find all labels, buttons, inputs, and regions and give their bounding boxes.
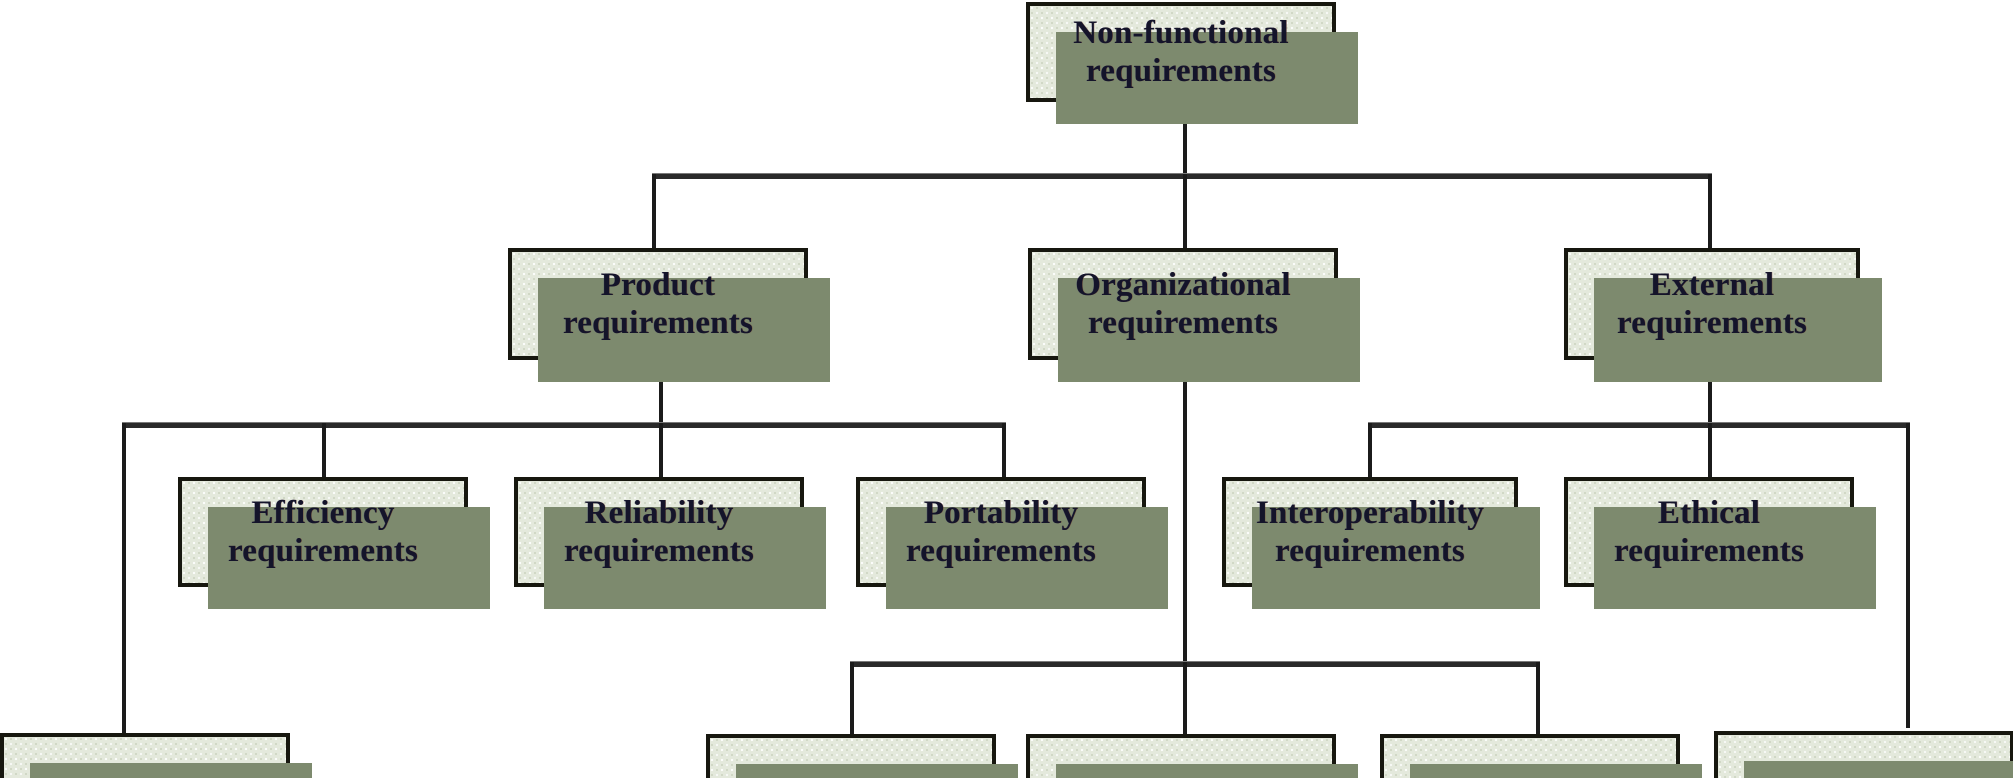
edge-rail-product <box>122 423 1006 428</box>
node-label: Reliability requirements <box>564 494 754 569</box>
node-ethical-requirements[interactable]: Ethical requirements <box>1564 477 1876 609</box>
node-label: Interoperability requirements <box>1255 494 1485 569</box>
node-label: Organizational requirements <box>1075 266 1291 341</box>
edge-drop-reliability <box>659 423 663 477</box>
edge-drop-external <box>1708 174 1712 248</box>
node-interoperability-requirements[interactable]: Interoperability requirements <box>1222 477 1540 609</box>
edge-rail-external <box>1368 423 1910 428</box>
node-label: Portability requirements <box>906 494 1096 569</box>
edge-drop-efficiency <box>322 423 326 477</box>
node-label: Ethical requirements <box>1614 494 1804 569</box>
node-label: Legislative <box>1777 760 1951 778</box>
node-label: Implementation <box>1057 763 1305 778</box>
node-label: Non-functional requirements <box>1073 14 1289 89</box>
node-legislative[interactable]: Legislative <box>1714 731 2013 778</box>
node-reliability-requirements[interactable]: Reliability requirements <box>514 477 826 609</box>
node-label: External requirements <box>1617 266 1807 341</box>
node-label: Delivery <box>781 763 922 778</box>
node-external-requirements[interactable]: External requirements <box>1564 248 1882 382</box>
edge-root-stem <box>1183 102 1187 174</box>
edge-drop-standards <box>1536 662 1540 734</box>
edge-rail-level2 <box>652 174 1712 179</box>
edge-drop-usability <box>122 423 126 733</box>
node-efficiency-requirements[interactable]: Efficiency requirements <box>178 477 490 609</box>
node-implementation[interactable]: Implementation <box>1026 734 1358 778</box>
node-non-functional-requirements[interactable]: Non-functional requirements <box>1026 2 1358 124</box>
edge-product-stem <box>659 360 663 475</box>
node-usability[interactable]: Usability <box>0 733 312 778</box>
edge-drop-delivery <box>850 662 854 734</box>
edge-drop-legislative <box>1906 423 1910 728</box>
edge-external-stem <box>1708 360 1712 475</box>
node-organizational-requirements[interactable]: Organizational requirements <box>1028 248 1360 382</box>
node-label: Product requirements <box>563 266 753 341</box>
edge-rail-organizational <box>850 662 1540 667</box>
edge-drop-ethical <box>1708 423 1712 477</box>
edge-drop-interoperability <box>1368 423 1372 477</box>
node-delivery[interactable]: Delivery <box>706 734 1018 778</box>
node-product-requirements[interactable]: Product requirements <box>508 248 830 382</box>
edge-drop-product <box>652 174 656 248</box>
edge-drop-implementation <box>1183 662 1187 734</box>
node-label: Efficiency requirements <box>228 494 418 569</box>
node-standards[interactable]: Standards <box>1380 734 1702 778</box>
node-label: Standards <box>1447 763 1614 778</box>
edge-organizational-stem <box>1183 360 1187 665</box>
node-portability-requirements[interactable]: Portability requirements <box>856 477 1168 609</box>
edge-drop-organizational <box>1183 174 1187 248</box>
node-label: Usability <box>71 762 219 778</box>
edge-drop-portability <box>1002 423 1006 477</box>
